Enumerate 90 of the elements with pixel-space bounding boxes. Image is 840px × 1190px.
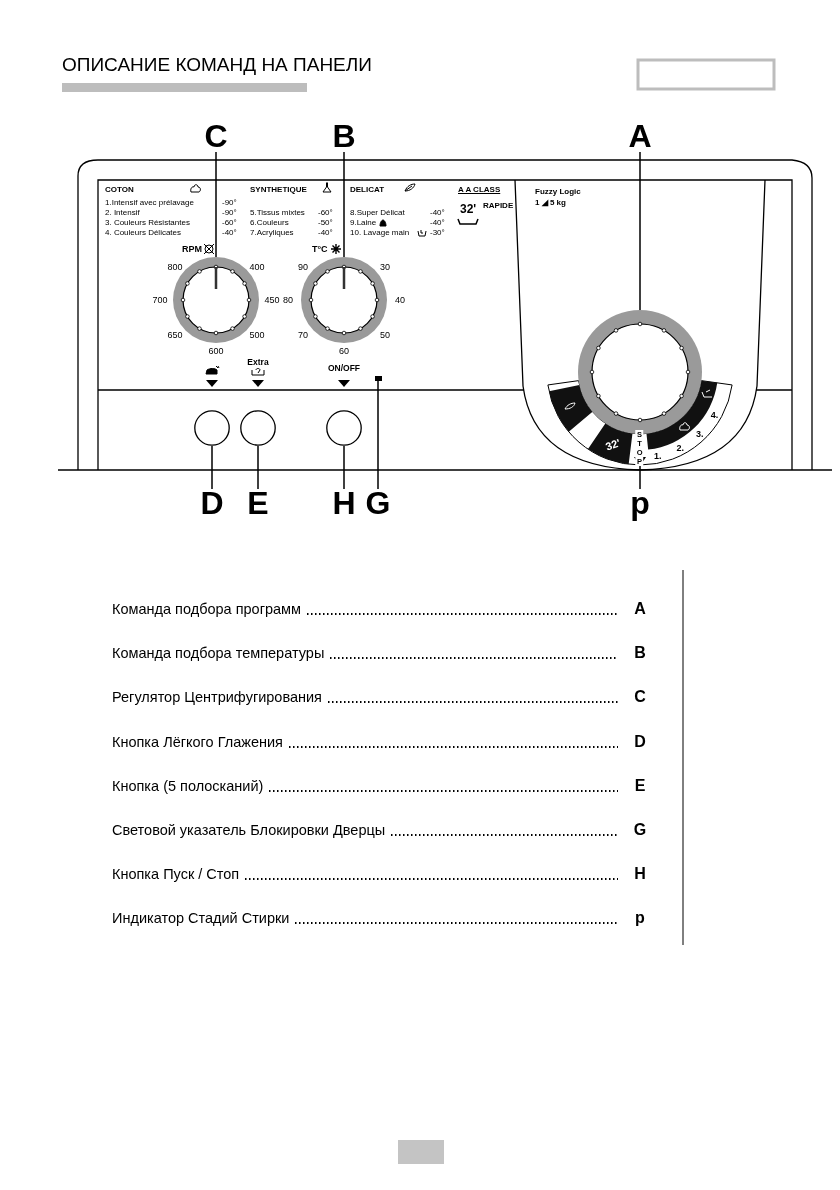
program-name: 4. Couleurs Délicates [105,229,182,237]
speed-value: 500 [249,330,265,340]
temperature-mark: 90 [298,262,308,272]
temperature-value: -90° [222,209,237,217]
description-text: Кнопка Лёгкого Глажения [112,732,283,751]
button-caption: Extra [247,357,269,367]
dot-leader [390,834,619,836]
description-text: Индикатор Стадий Стирки [112,909,290,928]
indicator-lamp [375,376,382,381]
program-name: 6.Couleurs [250,219,289,227]
callout-letter: D [196,485,228,521]
class-text: A A CLASS [458,186,501,194]
reference-letter: C [618,688,662,707]
temperature-value: -40° [318,229,333,237]
description-text: Световой указатель Блокировки Дверцы [112,821,386,839]
reference-letter: H [618,865,662,884]
speed-value: 400 [249,262,265,272]
program-name: 3. Couleurs Résistantes [105,219,190,227]
program-name: 7.Acryliques [250,229,294,237]
leader-line [211,445,213,490]
leader-line [377,380,379,490]
leader-line [343,151,345,258]
dot-leader [327,701,619,703]
temperature-mark: 80 [283,295,293,305]
page-title: ОПИСАНИЕ КОМАНД НА ПАНЕЛИ [62,55,372,74]
reference-letter: G [618,821,662,839]
program-heading: DELICAT [350,186,385,194]
dot-leader [244,878,619,880]
leader-line [343,445,345,490]
reference-letter: p [618,909,662,928]
dot-leader [268,790,619,792]
callout-letter: C [200,118,232,154]
phase-text: 3. [696,429,704,439]
reference-letter: E [618,776,662,795]
phase-text: 2. [676,443,685,453]
temperature-value: -30° [430,229,445,237]
leader-line [639,151,641,311]
button-caption: ON/OFF [327,363,361,373]
callout-letter: G [362,485,394,521]
temperature-value: -40° [222,229,237,237]
speed-value: 800 [167,262,183,272]
program-name: 5.Tissus mixtes [250,209,305,217]
description-text: Кнопка (5 полосканий) [112,776,264,795]
temperature-value: -50° [318,219,333,227]
temperature-mark: 30 [380,262,390,272]
leader-line [639,465,641,490]
push-button [326,410,362,446]
leader-line [215,151,217,258]
capacity-text: 1 ◢ 5 kg [535,199,566,207]
description-text: Команда подбора температуры [112,644,325,663]
reference-letter: A [618,600,662,618]
dot-leader [329,657,619,659]
dot-leader [306,613,619,615]
phase-text: 4. [710,410,719,420]
push-button [194,410,230,446]
leader-line [257,445,259,490]
callout-letter: H [328,485,360,521]
speed-value: 650 [167,330,183,340]
speed-value: 450 [264,295,280,305]
reference-letter: B [618,644,662,663]
program-heading: RAPIDE [483,202,514,210]
program-name: 9.Laine [350,219,377,227]
callout-letter: E [242,485,274,521]
program-name: 2. Intensif [105,209,140,217]
push-button [240,410,276,446]
temperature-value: -90° [222,199,237,207]
dot-leader [294,922,619,924]
duration-text: 32' [460,203,477,215]
temperature-value: -60° [222,219,237,227]
program-heading: COTON [105,186,134,194]
temperature-value: -60° [318,209,333,217]
description-text: Команда подбора программ [112,600,302,618]
program-name: 8.Super Délicat [350,209,405,217]
callout-letter: A [624,118,656,154]
phase-text: 1. [654,451,662,461]
temperature-value: -40° [430,219,445,227]
program-name: 1.Intensif avec prélavage [105,199,194,207]
temperature-mark: 70 [298,330,308,340]
dot-leader [288,746,619,748]
program-name: 10. Lavage main [350,229,410,237]
callout-letter: B [328,118,360,154]
program-heading: SYNTHETIQUE [250,186,307,194]
temperature-mark: 50 [380,330,390,340]
description-text: Регулятор Центрифугирования [112,688,322,707]
capacity-text: Fuzzy Logic [535,188,581,196]
callout-letter: p [624,485,656,521]
phase-text: 32' [604,437,623,453]
temperature-value: -40° [430,209,445,217]
reference-letter: D [618,732,662,751]
description-text: Кнопка Пуск / Стоп [112,865,240,884]
